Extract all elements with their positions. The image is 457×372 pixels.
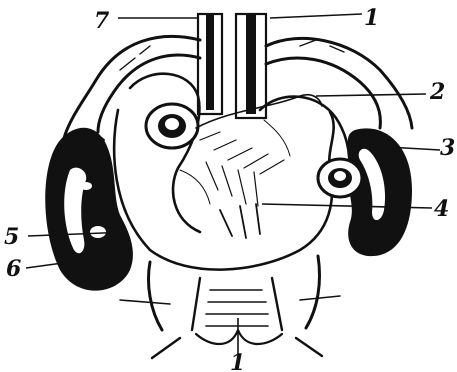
- callout-7: 7: [94, 8, 110, 34]
- left-tube-opening: [146, 104, 198, 148]
- callout-1-bottom: 1: [230, 350, 245, 372]
- left-kidney: [45, 128, 133, 291]
- lower-structures: [120, 256, 340, 358]
- callout-1-top: 1: [364, 5, 379, 31]
- intestinal-loop: [114, 74, 349, 270]
- callout-6: 6: [6, 256, 21, 282]
- callout-5: 5: [4, 224, 19, 250]
- callout-2: 2: [429, 79, 445, 105]
- callout-3: 3: [440, 135, 455, 161]
- right-tube-opening: [318, 159, 362, 197]
- great-vessels: [198, 14, 266, 118]
- callout-4: 4: [434, 196, 449, 222]
